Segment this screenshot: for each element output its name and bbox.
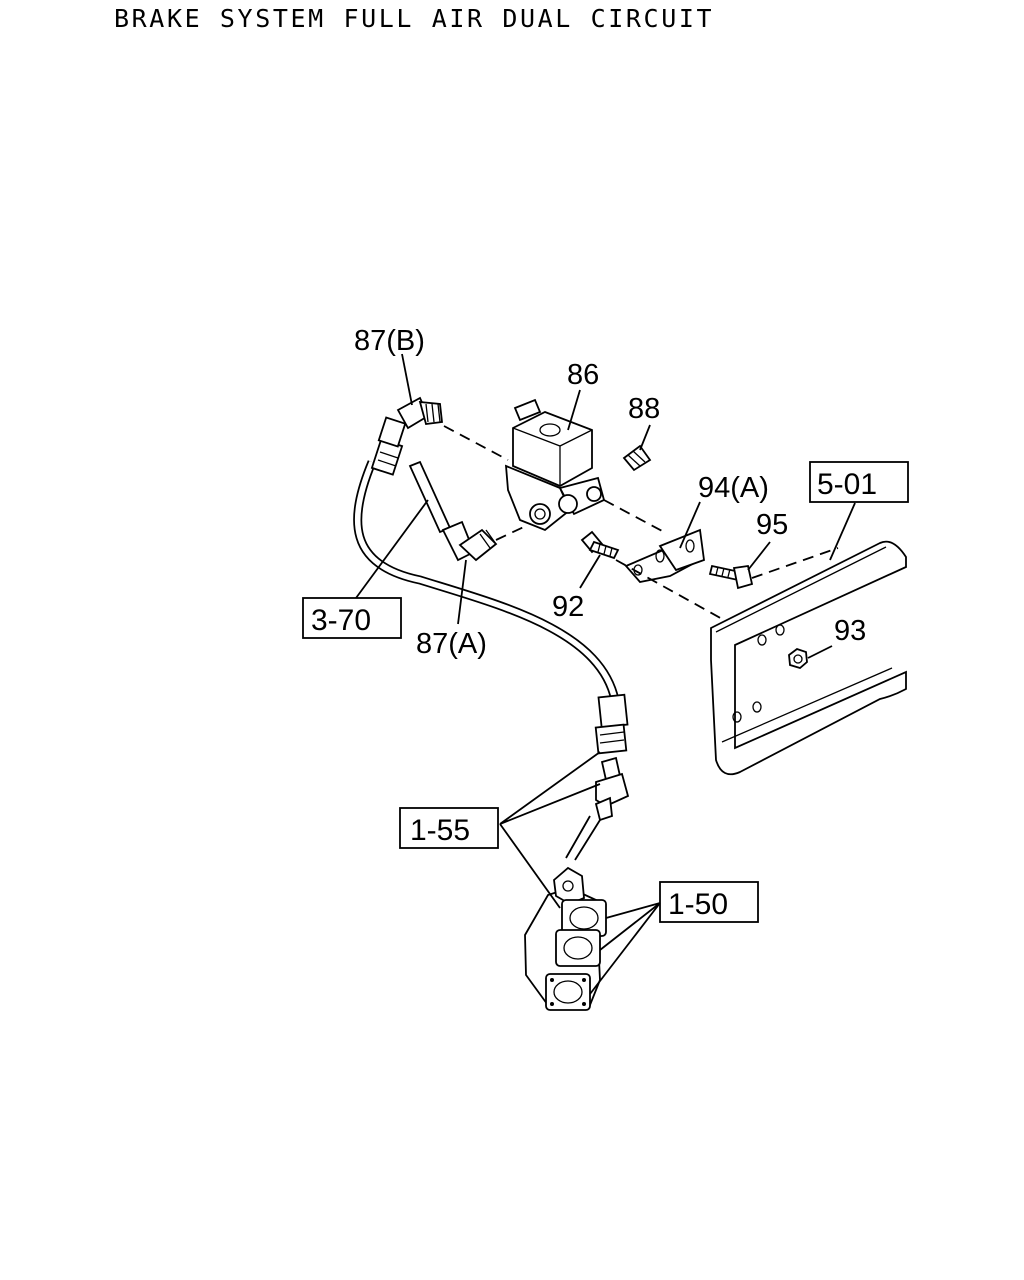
reference-3-70-label: 3-70 [311, 604, 371, 637]
reference-1-50[interactable]: 1-50 [659, 881, 759, 923]
reference-1-50-label: 1-50 [668, 888, 728, 921]
bolt-92[interactable] [580, 530, 620, 560]
reference-5-01[interactable]: 5-01 [809, 461, 909, 503]
callout-88: 88 [628, 393, 660, 425]
callout-93: 93 [834, 615, 866, 647]
nut-93[interactable] [788, 647, 808, 670]
elbow-fitting-87b[interactable] [396, 396, 443, 430]
plug-88[interactable] [622, 444, 652, 472]
dashed-install-lines [443, 425, 839, 621]
reference-1-55-label: 1-55 [410, 814, 470, 847]
callout-87a: 87(A) [416, 628, 487, 660]
bracket-94a[interactable] [624, 528, 705, 583]
callout-95: 95 [756, 509, 788, 541]
fitting-1-55[interactable] [565, 756, 630, 861]
reference-3-70[interactable]: 3-70 [302, 597, 402, 639]
bolt-95[interactable] [708, 564, 754, 590]
solenoid-valve-86[interactable] [504, 398, 606, 532]
leader-lines [355, 353, 856, 995]
air-hose [353, 416, 629, 755]
air-pipe-3-70 [408, 460, 452, 534]
frame-rail [710, 540, 907, 776]
reference-1-55[interactable]: 1-55 [399, 807, 499, 849]
elbow-fitting-87a[interactable] [441, 520, 498, 562]
callout-92: 92 [552, 591, 584, 623]
callout-87b: 87(B) [354, 325, 425, 357]
callout-86: 86 [567, 359, 599, 391]
reference-5-01-label: 5-01 [817, 468, 877, 501]
diagram-title: BRAKE SYSTEM FULL AIR DUAL CIRCUIT [114, 4, 715, 33]
callout-94a: 94(A) [698, 472, 769, 504]
